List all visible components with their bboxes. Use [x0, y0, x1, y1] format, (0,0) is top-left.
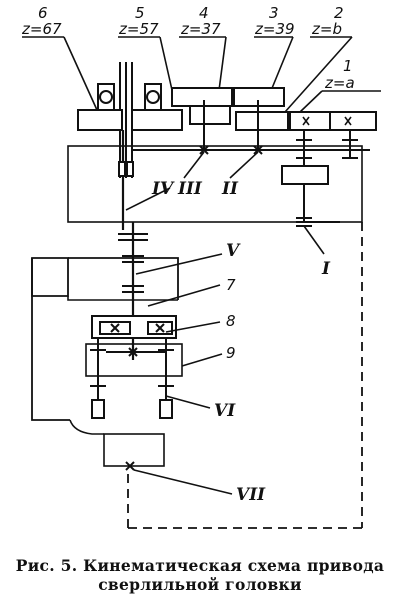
- gear-z-1: z=a: [324, 74, 355, 92]
- shaft-label-group: IV III II I V 7 8 9 VI VII: [151, 179, 331, 505]
- gear-6: [77, 109, 123, 131]
- gear-1: [329, 111, 377, 131]
- gear-number-5: 5: [135, 4, 145, 22]
- shaft-label-vi: VI: [214, 401, 236, 421]
- shaft-leaders-lower: [133, 253, 233, 495]
- gear-z-4: z=37: [180, 20, 221, 38]
- shaft-leaders-upper: [125, 151, 325, 255]
- figure-caption-line1: Рис. 5. Кинематическая схема привода: [15, 556, 385, 575]
- upper-housing: [67, 145, 363, 223]
- shaft-label-i: I: [321, 259, 331, 279]
- shaft-label-iii: III: [177, 179, 203, 199]
- upper-gearbox: [67, 62, 377, 230]
- gear-number-2: 2: [334, 4, 344, 22]
- gear-z-6: z=67: [21, 20, 62, 38]
- bearing-ball-icon: [99, 90, 113, 104]
- gear-z-2: z=b: [311, 20, 342, 38]
- gear-label-group: 6 z=67 5 z=57 4 z=37 3 z=39 2 z=b 1 z=a: [21, 4, 355, 92]
- shaft-i-gear: [281, 165, 329, 185]
- bearing-ball-icon: [146, 90, 160, 104]
- shaft-label-ii: II: [221, 179, 239, 199]
- gear-number-3: 3: [269, 4, 279, 22]
- gear-9-housing: [85, 343, 183, 377]
- gear-number-1: 1: [343, 57, 353, 75]
- gear-2: [289, 111, 331, 131]
- gear-number-4: 4: [199, 4, 209, 22]
- label-leaders: [22, 36, 381, 113]
- shaft-label-vii: VII: [236, 485, 266, 505]
- part-label-7: 7: [226, 276, 236, 294]
- gear-z-5: z=57: [118, 20, 159, 38]
- shaft-label-v: V: [226, 241, 241, 261]
- dashed-link: [127, 222, 363, 529]
- lower-gearbox: [31, 222, 183, 471]
- tool-left: [91, 399, 105, 419]
- gear-4: [171, 87, 233, 107]
- shaft-label-iv: IV: [151, 179, 175, 199]
- gear-z-3: z=39: [254, 20, 295, 38]
- bottom-housing: [103, 433, 165, 467]
- gear-number-6: 6: [38, 4, 48, 22]
- gear-5: [131, 109, 183, 131]
- figure-caption-line2: сверлильной головки: [98, 575, 302, 594]
- part-label-9: 9: [226, 344, 236, 362]
- part-label-8: 8: [226, 312, 236, 330]
- tool-right: [159, 399, 173, 419]
